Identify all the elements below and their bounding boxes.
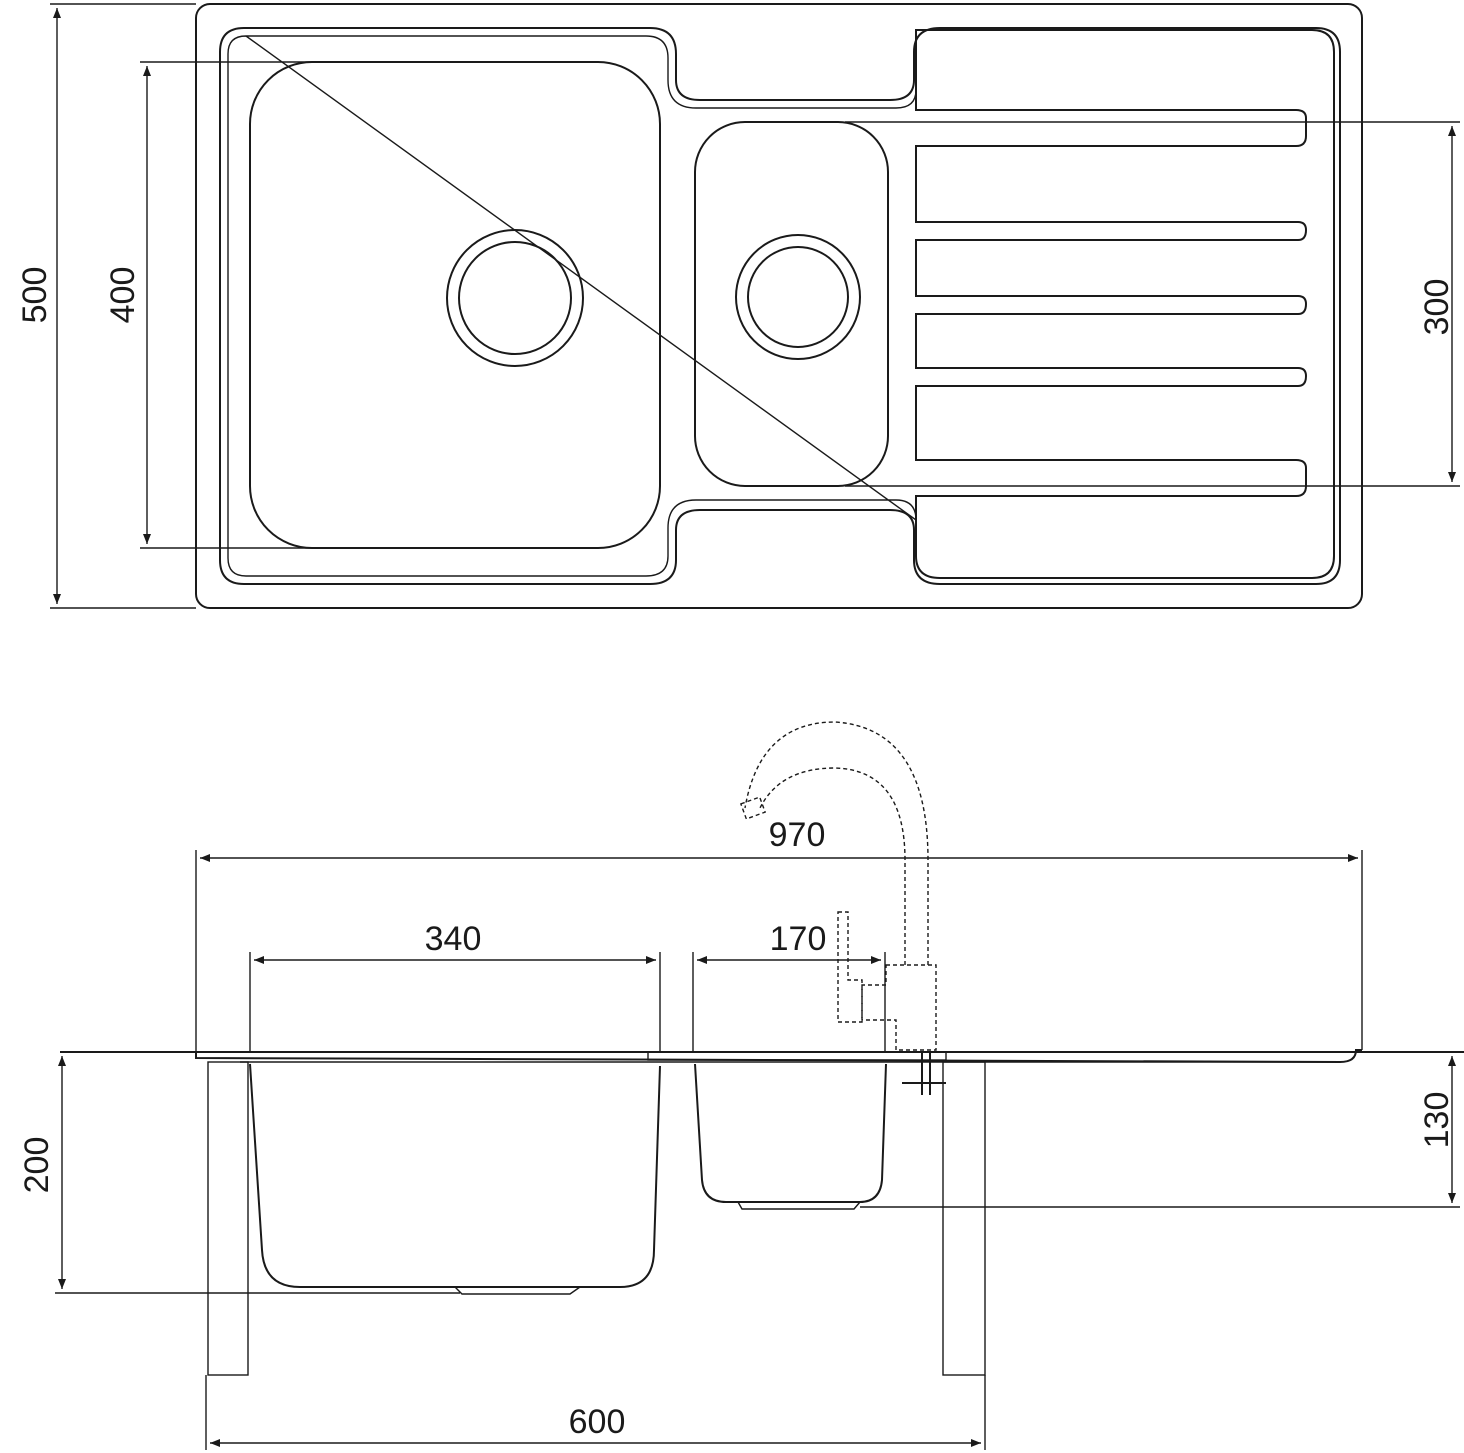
- dimension-label-main-bowl-height: 200: [18, 1137, 56, 1194]
- dimension-label-small-bowl-height: 130: [1418, 1092, 1456, 1149]
- dimension-label-main-bowl-depth: 400: [104, 267, 142, 324]
- main-drain-inner: [458, 241, 572, 355]
- top-view: 500 400 300: [16, 3, 1460, 609]
- dimension-label-overall-depth: 500: [16, 267, 54, 324]
- sink-profile-rim: [195, 1049, 1362, 1064]
- cabinet-wall-right: [942, 1061, 986, 1376]
- main-bowl: [249, 61, 661, 549]
- main-drain-outer: [446, 229, 584, 367]
- small-bowl-profile: [694, 1063, 887, 1203]
- front-view: 970 340 170 200 130 600: [18, 721, 1464, 1450]
- cabinet-wall-left: [207, 1061, 249, 1376]
- dimension-label-cabinet-width: 600: [569, 1403, 626, 1441]
- small-bowl: [694, 121, 889, 487]
- main-bowl-profile: [249, 1063, 661, 1288]
- sink-inner-rim: [219, 27, 1341, 585]
- small-drain-inner: [747, 246, 849, 348]
- dimension-label-small-bowl-width: 170: [770, 920, 827, 958]
- faucet-outline: [739, 721, 946, 1095]
- drainboard: [915, 29, 1335, 579]
- rim-edge: [227, 35, 917, 577]
- dimension-label-small-bowl-depth: 300: [1418, 279, 1456, 336]
- dimension-label-main-bowl-width: 340: [425, 920, 482, 958]
- dimension-label-overall-width: 970: [769, 816, 826, 854]
- small-drain-outer: [735, 234, 861, 360]
- sink-outer-rim: [195, 3, 1363, 609]
